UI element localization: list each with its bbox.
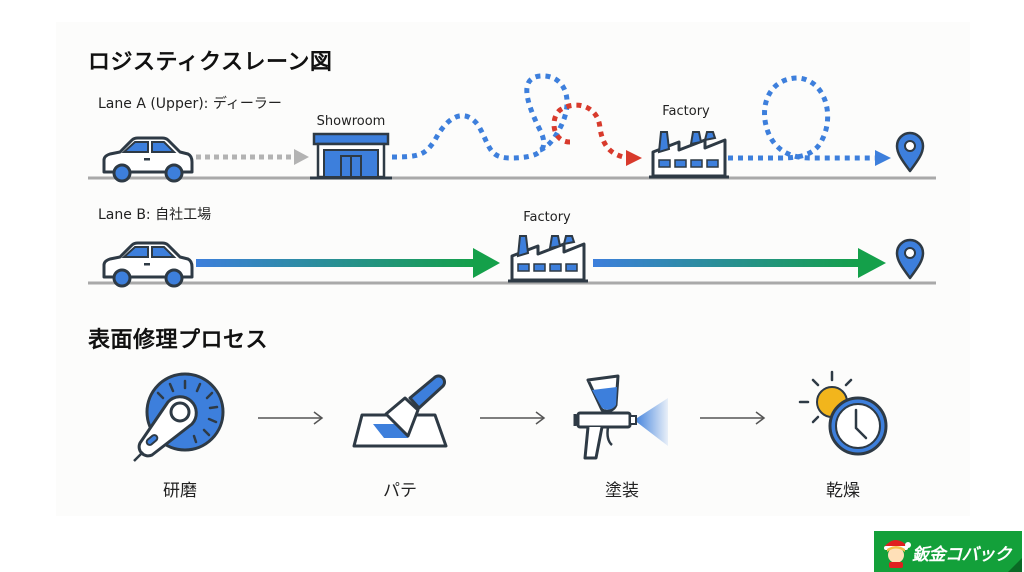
process-arrow-2 xyxy=(480,411,546,425)
logistics-title: ロジスティクスレーン図 xyxy=(88,50,333,75)
putty-knife-icon xyxy=(352,374,448,448)
lane-b-car-icon xyxy=(102,241,194,288)
step-label-sanding: 研磨 xyxy=(163,481,197,501)
step-label-putty: パテ xyxy=(383,481,417,501)
showroom-label: Showroom xyxy=(316,114,386,129)
lane-b-factory-icon xyxy=(506,234,590,283)
lane-a-car-icon xyxy=(102,136,194,183)
lane-b-label: Lane B: 自社工場 xyxy=(98,207,212,223)
lane-a-label: Lane A (Upper): ディーラー xyxy=(98,96,282,112)
lane-a-winding-route xyxy=(391,73,570,161)
lane-a-grey-dotted-arrow xyxy=(196,149,309,165)
mascot-icon xyxy=(884,540,911,568)
logo-corner-accent xyxy=(1008,558,1022,572)
brand-logo: 鈑金コバック xyxy=(874,531,1022,572)
lane-a-factory-label: Factory xyxy=(662,104,710,119)
sun-clock-icon xyxy=(798,370,888,456)
lane-b-arrow-to-destination xyxy=(593,248,886,278)
process-arrow-3 xyxy=(700,411,766,425)
lane-b-arrow-to-factory xyxy=(196,248,500,278)
step-label-drying: 乾燥 xyxy=(826,481,860,501)
brand-logo-text: 鈑金コバック xyxy=(912,545,1012,565)
lane-b-factory-label: Factory xyxy=(523,210,571,225)
lane-a-factory-icon xyxy=(647,130,731,179)
lane-b-destination-pin-icon xyxy=(895,238,925,280)
process-arrow-1 xyxy=(258,411,324,425)
sander-icon xyxy=(133,372,225,462)
spray-gun-icon xyxy=(573,374,668,460)
lane-a-red-detour-arrow xyxy=(551,102,642,166)
lane-a-destination-pin-icon xyxy=(895,131,925,173)
process-title: 表面修理プロセス xyxy=(88,328,269,353)
lane-a-loop-arrow xyxy=(728,75,891,166)
step-label-painting: 塗装 xyxy=(605,481,639,501)
showroom-icon xyxy=(310,132,392,180)
